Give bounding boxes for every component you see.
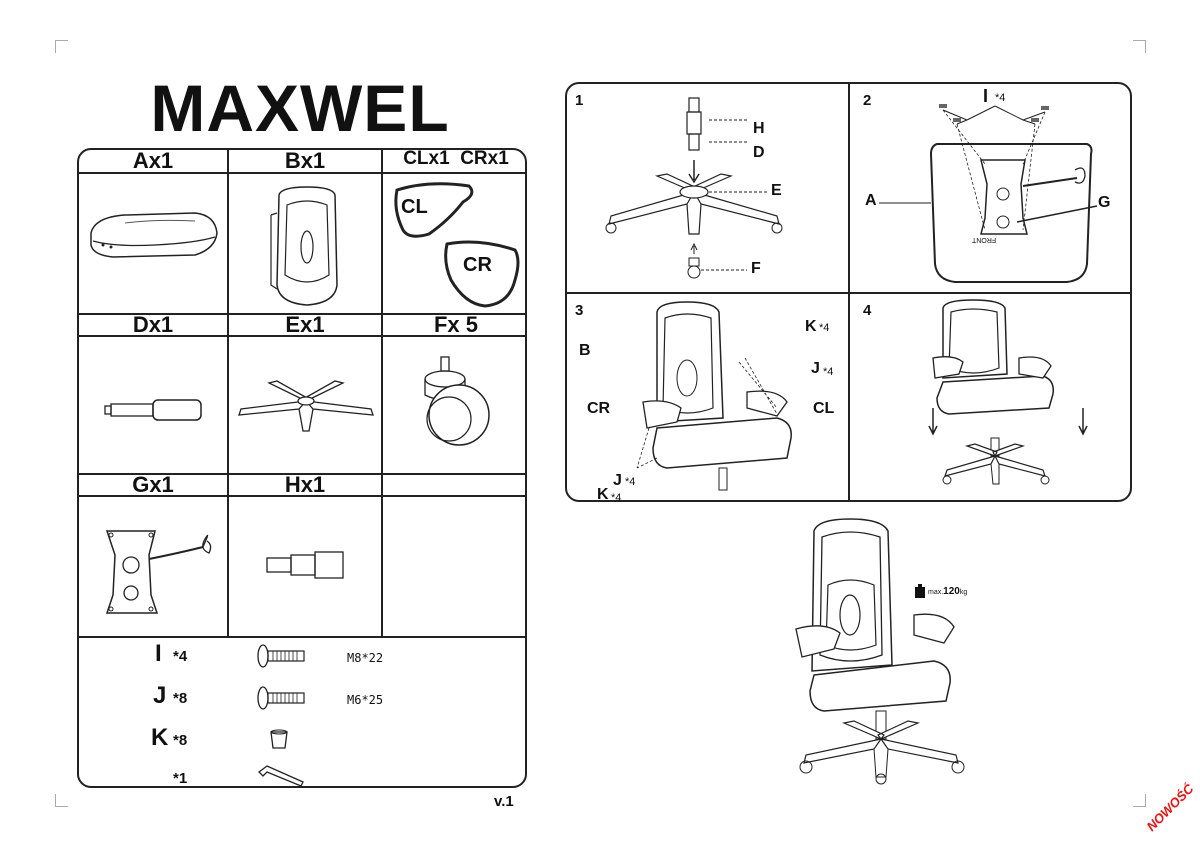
new-badge: NOWOŚĆ xyxy=(1143,781,1197,834)
step-1-label-d: D xyxy=(753,144,765,161)
step-3-label-cr: CR xyxy=(587,400,611,417)
weight-limit: max.120kg xyxy=(928,586,967,597)
allen-key-icon xyxy=(258,765,304,786)
weight-prefix: max. xyxy=(928,589,944,596)
hardware-j-qty: *8 xyxy=(173,690,188,707)
step-3-label-k-top-qty: *4 xyxy=(819,322,830,334)
base-illustration xyxy=(238,380,374,432)
grid-line xyxy=(227,150,229,636)
step-2-leader-g xyxy=(1016,205,1098,223)
step-1-number: 1 xyxy=(575,92,584,109)
hardware-i-qty: *4 xyxy=(173,648,188,665)
bolt-m6-icon xyxy=(257,686,305,710)
grid-line xyxy=(79,473,525,475)
mechanism-illustration xyxy=(105,530,212,614)
step-3-label-k-top: K xyxy=(805,318,817,335)
grid-line xyxy=(381,150,383,636)
hardware-j-spec: M6*25 xyxy=(347,693,384,707)
step-3-label-cl: CL xyxy=(813,400,835,417)
step-3-label-b: B xyxy=(579,342,591,359)
weight-unit: kg xyxy=(959,589,968,596)
grid-line xyxy=(848,84,850,500)
gas-lift-illustration xyxy=(104,399,202,421)
step-4-diagram xyxy=(928,299,1088,485)
part-c-label: CLx1 CRx1 xyxy=(403,148,509,169)
armrest-right-tag: CR xyxy=(463,254,492,276)
weight-icon xyxy=(915,584,925,598)
caster-illustration xyxy=(424,356,490,446)
bolt-m8-icon xyxy=(257,644,305,668)
step-3-label-j-top: J xyxy=(811,360,820,377)
assembly-steps: 1 H D E F 2 FRONT I *4 A G 3 xyxy=(565,82,1132,504)
parts-list: Ax1 Bx1 CLx1 CRx1 Dx1 Ex1 Fx 5 Gx1 Hx1 C… xyxy=(77,148,527,788)
step-3-label-j-bottom-qty: *4 xyxy=(625,476,636,488)
armrest-left-tag: CL xyxy=(401,196,428,218)
crop-mark-bottom-left xyxy=(55,794,68,807)
seat-illustration xyxy=(90,212,218,258)
grid-line xyxy=(79,495,525,497)
grid-line xyxy=(79,172,525,174)
crop-mark-top-right xyxy=(1133,40,1146,53)
step-3-number: 3 xyxy=(575,302,584,319)
step-3-label-k-bottom: K xyxy=(597,486,609,503)
step-1-label-e: E xyxy=(771,182,782,199)
part-b-label: Bx1 xyxy=(284,148,326,173)
weight-value: 120 xyxy=(943,586,960,597)
hardware-i-spec: M8*22 xyxy=(347,651,384,665)
step-2-number: 2 xyxy=(863,92,872,109)
step-2-label-g: G xyxy=(1098,194,1111,211)
hardware-key-qty: *1 xyxy=(173,770,188,787)
part-h-label: Hx1 xyxy=(284,472,326,497)
version-label: v.1 xyxy=(494,793,514,810)
grid-line xyxy=(79,335,525,337)
step-2-diagram xyxy=(929,104,1093,283)
hardware-k-letter: K xyxy=(151,724,169,751)
grid-line xyxy=(79,313,525,315)
part-e-label: Ex1 xyxy=(285,312,325,337)
step-2-label-i-qty: *4 xyxy=(995,92,1006,104)
step-2-label-i: I xyxy=(983,86,989,106)
step-2-label-a: A xyxy=(865,192,877,209)
step-3-label-k-bottom-qty: *4 xyxy=(611,492,622,504)
hardware-j-letter: J xyxy=(153,682,167,709)
step-1-label-h: H xyxy=(753,120,765,137)
step-2-front-text: FRONT xyxy=(972,236,997,243)
step-2-leader-a xyxy=(879,202,931,204)
step-3-label-j-top-qty: *4 xyxy=(823,366,834,378)
part-f-label: Fx 5 xyxy=(433,312,479,337)
cover-illustration xyxy=(266,551,344,579)
step-3-diagram xyxy=(636,301,792,491)
step-3-label-j-bottom: J xyxy=(613,472,622,489)
assembled-chair-illustration xyxy=(795,518,965,785)
step-1-label-f: F xyxy=(751,260,761,277)
washer-cap-icon xyxy=(270,729,288,749)
crop-mark-bottom-right xyxy=(1133,794,1146,807)
hardware-k-qty: *8 xyxy=(173,732,188,749)
part-g-label: Gx1 xyxy=(132,472,174,497)
grid-line xyxy=(79,636,525,638)
product-title: MAXWEL xyxy=(150,71,450,145)
part-a-label: Ax1 xyxy=(132,148,174,173)
backrest-illustration xyxy=(270,186,338,306)
step-4-number: 4 xyxy=(863,302,872,319)
step-1-diagram xyxy=(605,97,783,279)
hardware-i-letter: I xyxy=(155,640,162,667)
part-d-label: Dx1 xyxy=(132,312,174,337)
armrests-illustration xyxy=(394,182,520,308)
crop-mark-top-left xyxy=(55,40,68,53)
